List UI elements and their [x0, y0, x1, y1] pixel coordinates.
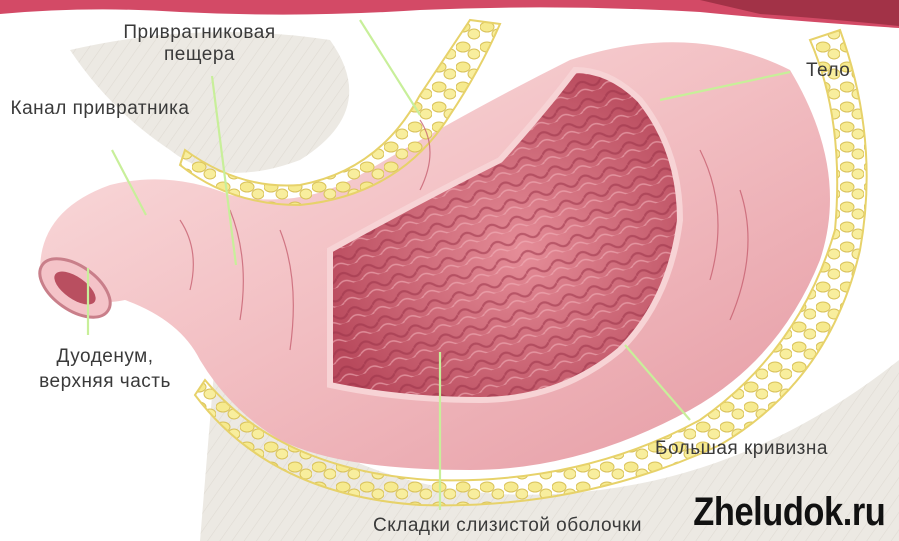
- site-watermark: Zheludok.ru: [693, 490, 885, 535]
- label-body: Тело: [806, 60, 850, 82]
- leader-top: [360, 20, 420, 115]
- label-duodenum: Дуоденум, верхняя часть: [30, 344, 180, 394]
- label-pyloric-antrum: Привратниковая пещера: [92, 22, 307, 66]
- label-pyloric-canal: Канал привратника: [10, 98, 190, 120]
- label-greater-curvature: Большая кривизна: [655, 438, 828, 460]
- label-mucosal-folds: Складки слизистой оболочки: [373, 515, 642, 537]
